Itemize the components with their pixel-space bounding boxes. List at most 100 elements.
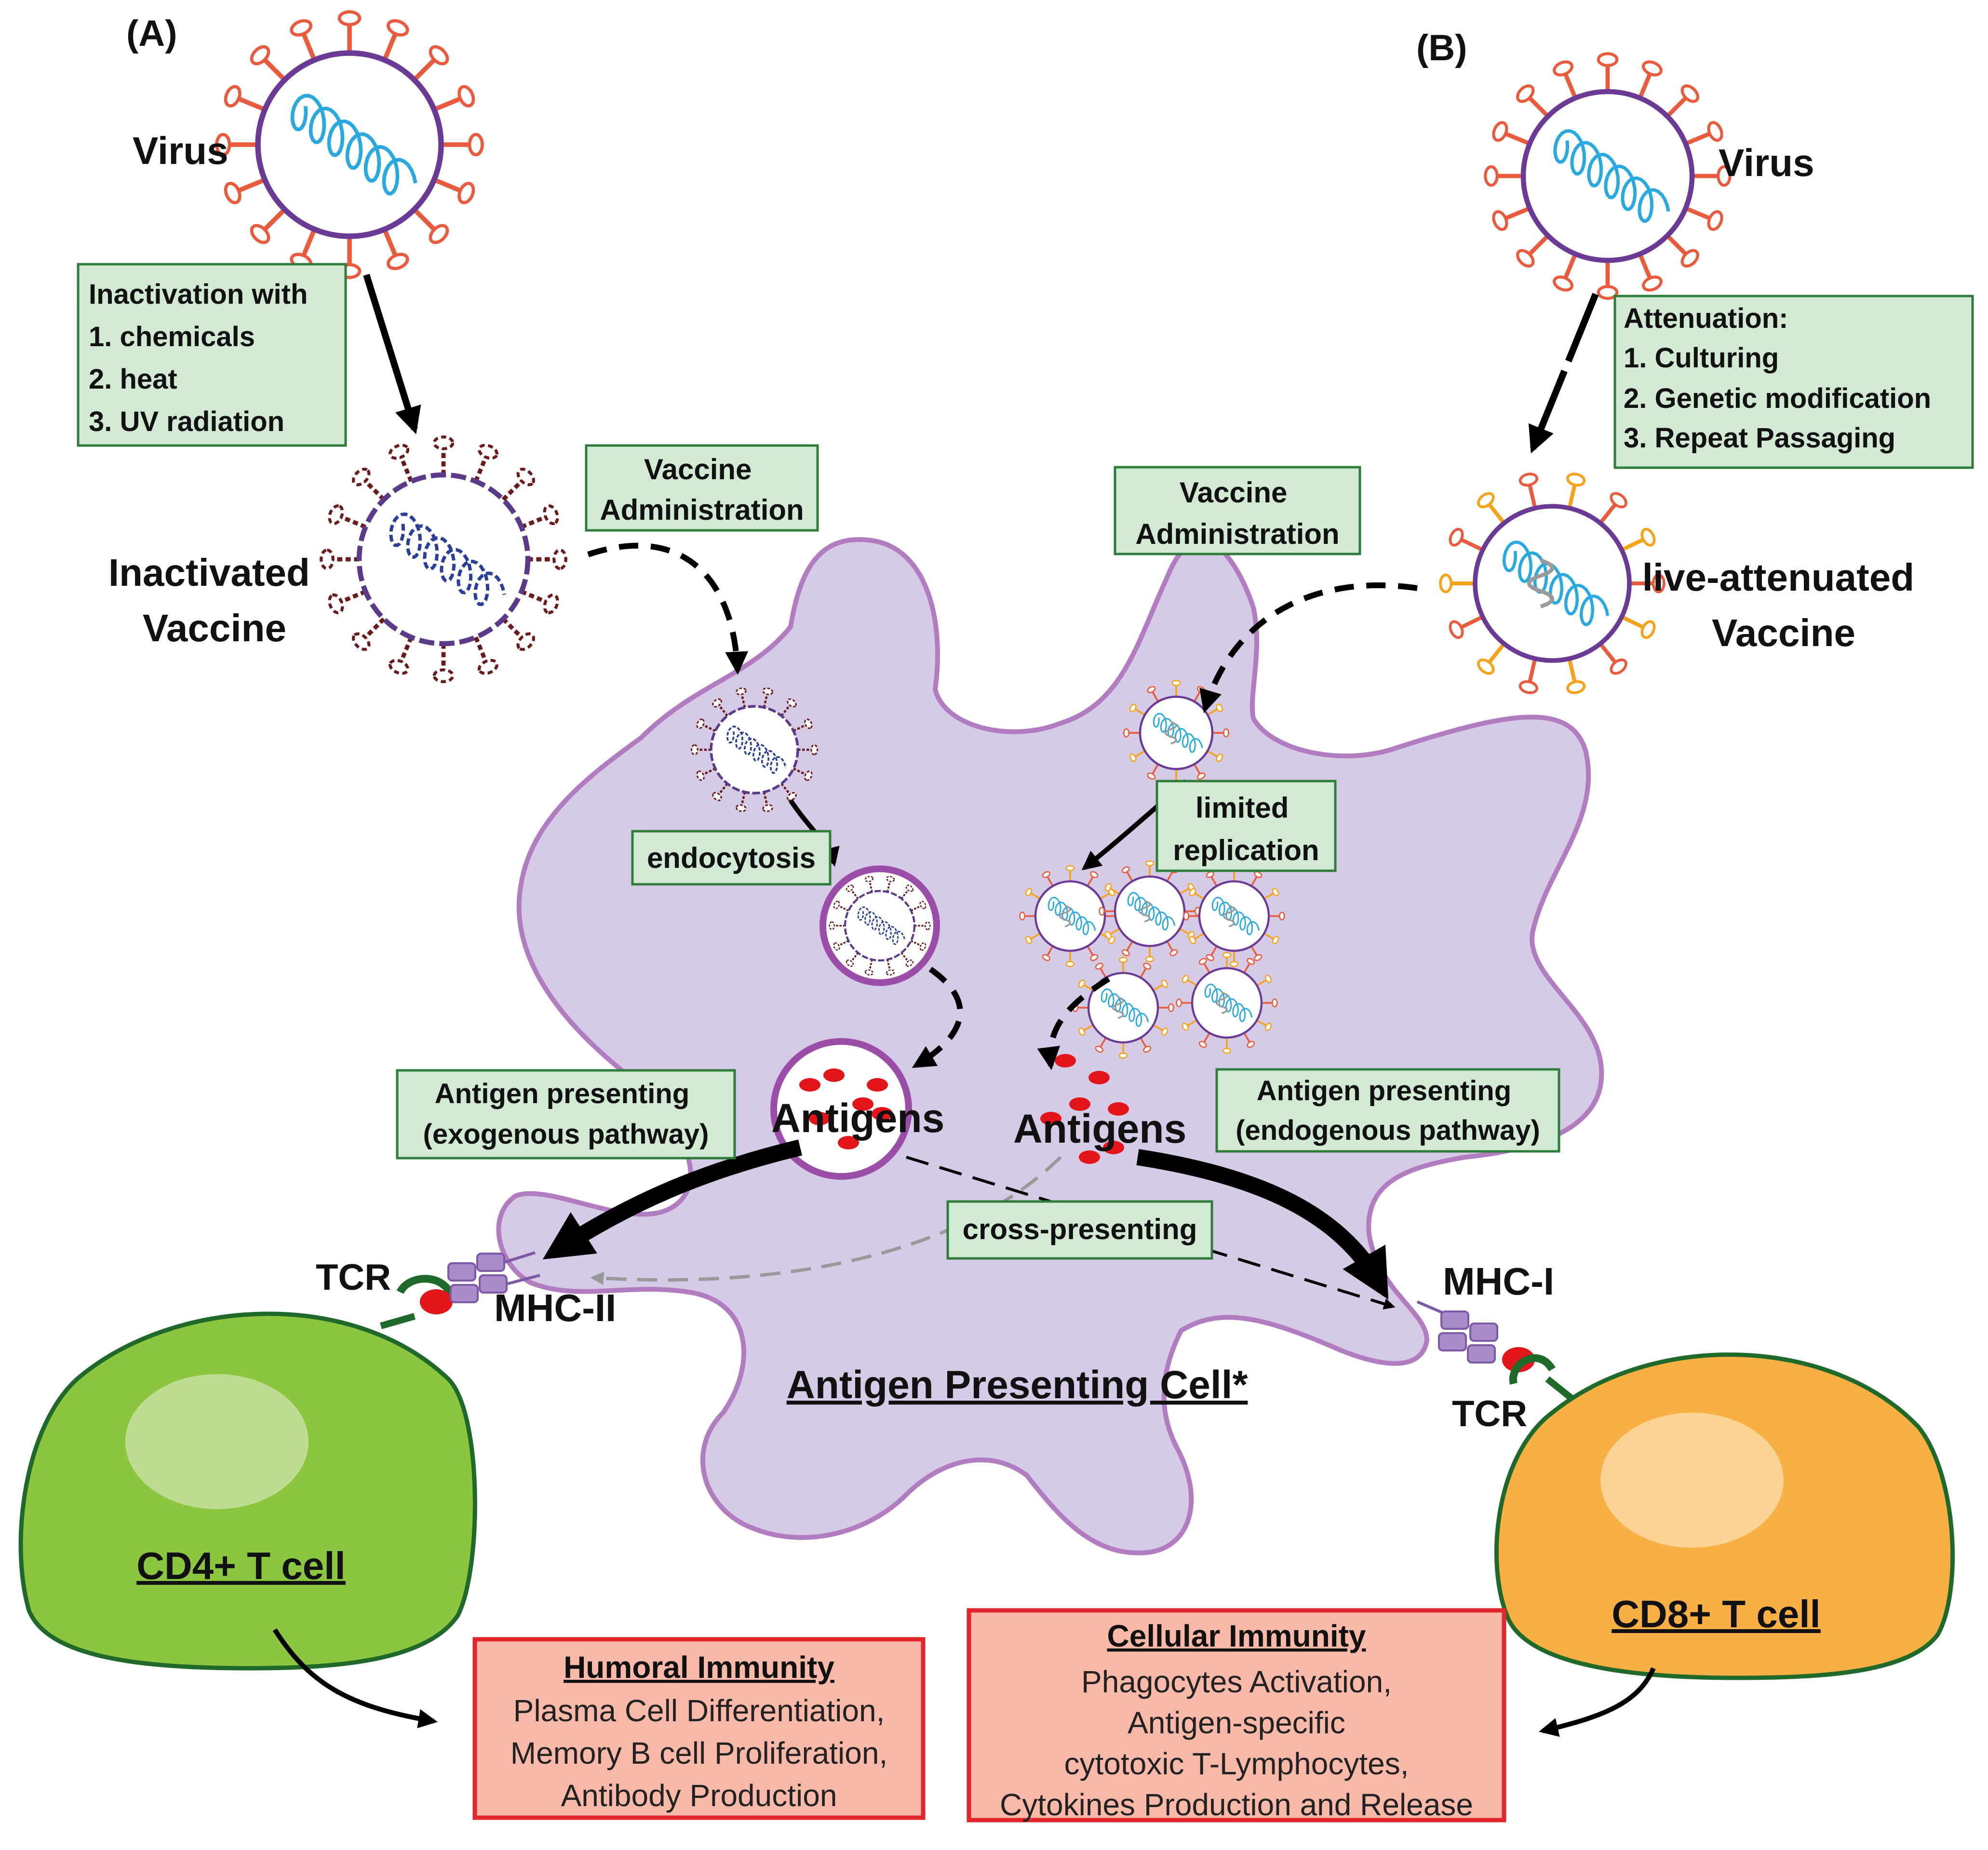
virus-spike	[1680, 84, 1699, 103]
virus-spike	[1254, 954, 1263, 961]
virus-spike	[1168, 1003, 1174, 1013]
virus-spike	[1143, 1045, 1152, 1053]
virus-spike	[516, 468, 535, 486]
virus-spike	[1597, 52, 1619, 67]
virus-spike	[432, 435, 455, 450]
attenuation-line-3: 2. Genetic modification	[1624, 383, 1931, 414]
virus-spike	[1492, 210, 1508, 231]
antigen-dot	[1108, 1102, 1129, 1116]
virus-spike	[387, 253, 409, 270]
inactivation-line-1: Inactivation with	[89, 279, 308, 310]
virus-spike	[787, 698, 797, 708]
virus-spike	[432, 668, 455, 683]
mhc-i-complex	[1416, 1300, 1574, 1401]
virus-spike	[1078, 979, 1086, 988]
virus-spike	[1145, 860, 1155, 866]
antigen-dot	[838, 1136, 859, 1149]
endogenous-line-2: (endogenous pathway)	[1236, 1115, 1540, 1146]
virus-spike	[1566, 473, 1586, 487]
inactivation-line-2: 1. chemicals	[89, 321, 255, 352]
inactivation-box	[77, 263, 347, 447]
virus-spike	[1147, 686, 1156, 693]
virus-spike	[829, 921, 835, 931]
virus-spike	[1449, 527, 1464, 547]
virus-spike	[1640, 527, 1656, 547]
virus-spike	[1516, 84, 1535, 103]
limited-replication-line-2: replication	[1173, 834, 1319, 866]
virus-spike	[1206, 954, 1214, 961]
virus-spike	[1169, 949, 1178, 957]
virus-spike	[1516, 249, 1535, 268]
virus-spike	[224, 182, 242, 204]
virus-spike	[337, 10, 362, 27]
virus-spike	[1171, 679, 1181, 687]
virus-spike	[810, 744, 819, 756]
virus-spike	[846, 884, 854, 892]
virus-a-particle	[215, 10, 484, 279]
humoral-line-3: Antibody Production	[561, 1778, 837, 1813]
cellular-line-2: Antigen-specific	[1128, 1705, 1345, 1740]
virus-spike	[833, 901, 840, 909]
svg-text:Inactivated Vaccine: Inactivated Vaccine	[108, 551, 321, 649]
cellular-line-3: cytotoxic T-Lymphocytes,	[1064, 1746, 1409, 1781]
virus-spike	[1597, 285, 1619, 300]
endogenous-pathway-box	[1215, 1068, 1560, 1153]
endocytosed-virus-particle	[690, 687, 819, 812]
virus-spike	[1145, 956, 1155, 962]
virus-spike	[1090, 871, 1099, 878]
virus-spike	[1641, 275, 1663, 292]
virus-spike	[1099, 906, 1105, 916]
apc-label: Antigen Presenting Cell*	[787, 1363, 1248, 1407]
virus-spike	[1121, 949, 1130, 957]
exogenous-line-2: (exogenous pathway)	[423, 1119, 709, 1150]
endocytosis-label: endocytosis	[647, 842, 816, 874]
virus-spike	[1222, 1048, 1232, 1054]
virus-spike	[1439, 573, 1453, 594]
virus-spike	[389, 444, 410, 460]
virus-spike	[833, 942, 840, 951]
virus-spike	[1553, 275, 1574, 292]
antigens-label-a: Antigens	[771, 1095, 944, 1141]
virus-spike	[320, 548, 335, 570]
vaccine-administration-box-a	[585, 444, 819, 532]
attenuation-line-2: 1. Culturing	[1624, 342, 1779, 374]
tcr-label-b: TCR	[1452, 1393, 1527, 1434]
virus-spike	[1641, 60, 1663, 77]
virus-spike	[1183, 911, 1189, 921]
live-attenuated-virus-particle	[1439, 473, 1666, 694]
virus-spike	[543, 593, 559, 614]
antigen-dot	[799, 1078, 820, 1092]
admin-a-line-1: Vaccine	[644, 453, 752, 486]
virus-spike	[886, 876, 895, 882]
limited-replication-line-1: limited	[1195, 792, 1289, 824]
virus-spike	[552, 548, 567, 570]
virus-spike	[1477, 658, 1495, 675]
virus-spike	[1118, 1053, 1128, 1059]
virus-spike	[468, 133, 484, 157]
virus-spike	[1095, 962, 1103, 970]
antigen-dot	[1103, 1141, 1124, 1154]
exogenous-pathway-box	[396, 1069, 736, 1160]
virus-spike	[1095, 1045, 1103, 1053]
limited-replication-box	[1155, 780, 1337, 872]
virus-spike	[1264, 974, 1272, 983]
virus-spike	[1161, 1027, 1169, 1036]
virus-spike	[1222, 728, 1230, 738]
inactivated-vaccine-line-1: Inactivated	[108, 551, 310, 594]
antigen-dot	[1055, 1054, 1076, 1067]
virus-spike	[389, 659, 410, 675]
antigen-dot	[809, 1112, 830, 1125]
svg-text:Antigen presenting (endo: Antigen presenting (endogenous pathway)	[1236, 1075, 1540, 1146]
virus-spike	[387, 19, 409, 37]
exogenous-line-1: Antigen presenting	[435, 1078, 689, 1109]
admin-b-line-2: Administration	[1135, 518, 1339, 550]
antigen-dot	[867, 1078, 888, 1092]
virus-spike	[1198, 1040, 1207, 1048]
virus-spike	[1182, 974, 1189, 983]
virus-spike	[1222, 952, 1232, 958]
inactivated-vaccine-line-2: Vaccine	[143, 607, 286, 649]
virus-spike	[736, 804, 747, 812]
virus-spike	[787, 792, 797, 801]
virus-spike	[352, 468, 371, 486]
